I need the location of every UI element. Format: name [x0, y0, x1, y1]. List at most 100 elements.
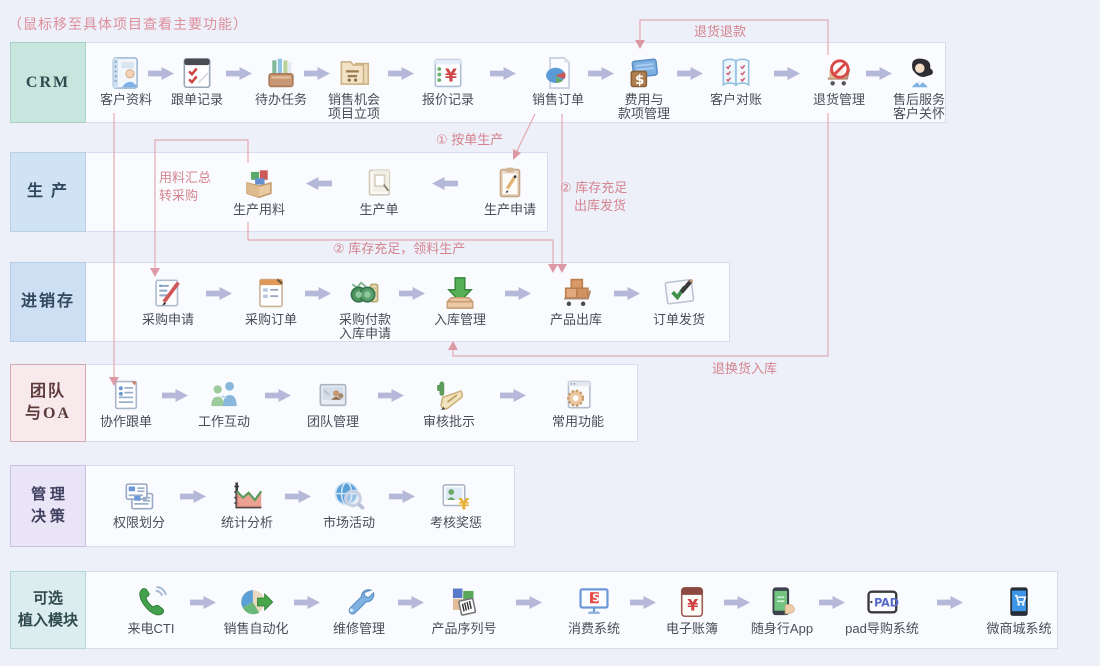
- module-item-after-sales-care[interactable]: 售后服务 客户关怀: [871, 54, 967, 121]
- module-label: 消费系统: [567, 621, 620, 636]
- module-item-purchase-request[interactable]: 采购申请: [120, 274, 216, 327]
- team-photo-icon: [314, 376, 352, 414]
- swimlane-management: 管 理 决 策权限划分 统计分析 市场活动 ¥ 考核奖惩: [10, 465, 515, 547]
- pad-tablet-icon: PAD: [863, 583, 901, 621]
- module-label: 维修管理: [332, 621, 385, 636]
- module-item-production-request[interactable]: 生产申请: [462, 164, 558, 217]
- module-item-approval-comments[interactable]: 审核批示: [401, 376, 497, 429]
- module-item-team-management[interactable]: 团队管理: [285, 376, 381, 429]
- module-item-statistical-analysis[interactable]: 统计分析: [199, 477, 295, 530]
- annotation-stock-ship-2: 出库发货: [574, 198, 627, 213]
- module-label: 销售机会 项目立项: [327, 92, 380, 121]
- module-label: 生产申请: [483, 202, 536, 217]
- stats-chart-icon: [228, 477, 266, 515]
- swimlane-inventory: 进销存采购申请采购订单采购付款 入库申请入库管理产品出库订单发货: [10, 262, 730, 342]
- module-item-order-shipping[interactable]: 订单发货: [631, 274, 727, 327]
- module-label: 客户对账: [709, 92, 762, 107]
- cactus-scroll-icon: [430, 376, 468, 414]
- module-item-sales-automation[interactable]: 销售自动化: [208, 583, 304, 636]
- swimlane-label-optional-modules: 可选 植入模块: [10, 571, 86, 649]
- swimlane-label-crm: CRM: [10, 42, 86, 123]
- quote-window-icon: ¥: [429, 54, 467, 92]
- swimlane-label-production: 生 产: [10, 152, 86, 232]
- module-label: 权限划分: [112, 515, 165, 530]
- flow-arrow-right-icon: [937, 596, 963, 609]
- svg-text:PAD: PAD: [874, 596, 899, 609]
- module-item-customer-info[interactable]: 客户资料: [78, 54, 174, 107]
- module-label: 审核批示: [422, 414, 475, 429]
- module-item-purchase-order[interactable]: 采购订单: [223, 274, 319, 327]
- module-label: 待办任务: [254, 92, 307, 107]
- module-label: 采购付款 入库申请: [338, 312, 391, 341]
- module-item-permission-division[interactable]: 权限划分: [91, 477, 187, 530]
- swimlane-label-management: 管 理 决 策: [10, 465, 86, 547]
- module-label: 客户资料: [99, 92, 152, 107]
- pie-arrow-icon: [237, 583, 275, 621]
- swimlane-crm: CRM 客户资料 跟单记录 待办任务 销售机会 项目立项 ¥报价记录销售订单 $费用与 款项…: [10, 42, 946, 123]
- module-label: 跟单记录: [170, 92, 223, 107]
- module-item-sales-order[interactable]: 销售订单: [510, 54, 606, 107]
- globe-magnifier-icon: [330, 477, 368, 515]
- return-cart-icon: [820, 54, 858, 92]
- flow-arrow-left-icon: [432, 177, 458, 190]
- module-item-follow-up-records[interactable]: 跟单记录: [149, 54, 245, 107]
- module-item-production-order[interactable]: 生产单: [331, 164, 427, 217]
- module-item-wechat-mall-system[interactable]: 微商城系统: [971, 583, 1067, 636]
- module-label: 采购订单: [244, 312, 297, 327]
- module-item-product-outbound[interactable]: 产品出库: [528, 274, 624, 327]
- folders-cart-icon: [335, 54, 373, 92]
- module-label: 采购申请: [141, 312, 194, 327]
- module-item-inbound-management[interactable]: 入库管理: [412, 274, 508, 327]
- module-label: 订单发货: [652, 312, 705, 327]
- module-item-mobile-app[interactable]: 随身行App: [734, 583, 830, 636]
- module-label: 考核奖惩: [429, 515, 482, 530]
- materials-box-icon: [240, 164, 278, 202]
- down-arrow-tray-icon: [441, 274, 479, 312]
- module-item-market-activities[interactable]: 市场活动: [301, 477, 397, 530]
- module-item-todo-tasks[interactable]: 待办任务: [233, 54, 329, 107]
- module-label: 费用与 款项管理: [617, 92, 670, 121]
- annotation-return-refund: 退货退款: [694, 24, 747, 39]
- module-item-quotation-records[interactable]: ¥报价记录: [400, 54, 496, 107]
- module-item-return-management[interactable]: 退货管理: [791, 54, 887, 107]
- module-label: 售后服务 客户关怀: [892, 92, 945, 121]
- module-item-repair-management[interactable]: 维修管理: [311, 583, 407, 636]
- id-cards-icon: [120, 477, 158, 515]
- module-item-expense-payment[interactable]: $费用与 款项管理: [596, 54, 692, 121]
- module-item-consumption-system[interactable]: S 消费系统: [546, 583, 642, 636]
- module-item-work-interaction[interactable]: 工作互动: [176, 376, 272, 429]
- module-item-customer-reconciliation[interactable]: 客户对账: [688, 54, 784, 107]
- module-item-electronic-ledger[interactable]: ¥电子账簿: [644, 583, 740, 636]
- module-label: 入库管理: [433, 312, 486, 327]
- phone-handset-icon: [132, 583, 170, 621]
- module-label: 统计分析: [220, 515, 273, 530]
- module-item-collaborative-follow-up[interactable]: 协作跟单: [78, 376, 174, 429]
- module-item-assessment-rewards[interactable]: ¥ 考核奖惩: [408, 477, 504, 530]
- photo-yen-icon: ¥: [437, 477, 475, 515]
- clipboard-icon: [491, 164, 529, 202]
- module-item-sales-opportunity[interactable]: 销售机会 项目立项: [306, 54, 402, 121]
- module-item-incoming-call-cti[interactable]: 来电CTI: [103, 583, 199, 636]
- svg-text:¥: ¥: [458, 494, 469, 513]
- swimlane-production: 生 产 生产用料生产单生产申请: [10, 152, 548, 232]
- service-person-icon: [900, 54, 938, 92]
- module-label: 电子账簿: [665, 621, 718, 636]
- module-label: 产品序列号: [431, 621, 497, 636]
- module-item-production-materials[interactable]: 生产用料: [211, 164, 307, 217]
- arrowhead: [448, 341, 458, 350]
- module-item-purchase-payment[interactable]: 采购付款 入库申请: [317, 274, 413, 341]
- pen-holder-icon: [262, 54, 300, 92]
- annotation-stock-pick: ② 库存充足，领料生产: [333, 241, 466, 256]
- module-item-common-functions[interactable]: 常用功能: [530, 376, 626, 429]
- ledger-yen-icon: ¥: [673, 583, 711, 621]
- module-label: 销售订单: [531, 92, 584, 107]
- order-pie-icon: [539, 54, 577, 92]
- module-label: 随身行App: [750, 621, 814, 636]
- phone-hand-icon: [763, 583, 801, 621]
- svg-text:S: S: [592, 592, 599, 604]
- module-item-product-serial-number[interactable]: 产品序列号: [416, 583, 512, 636]
